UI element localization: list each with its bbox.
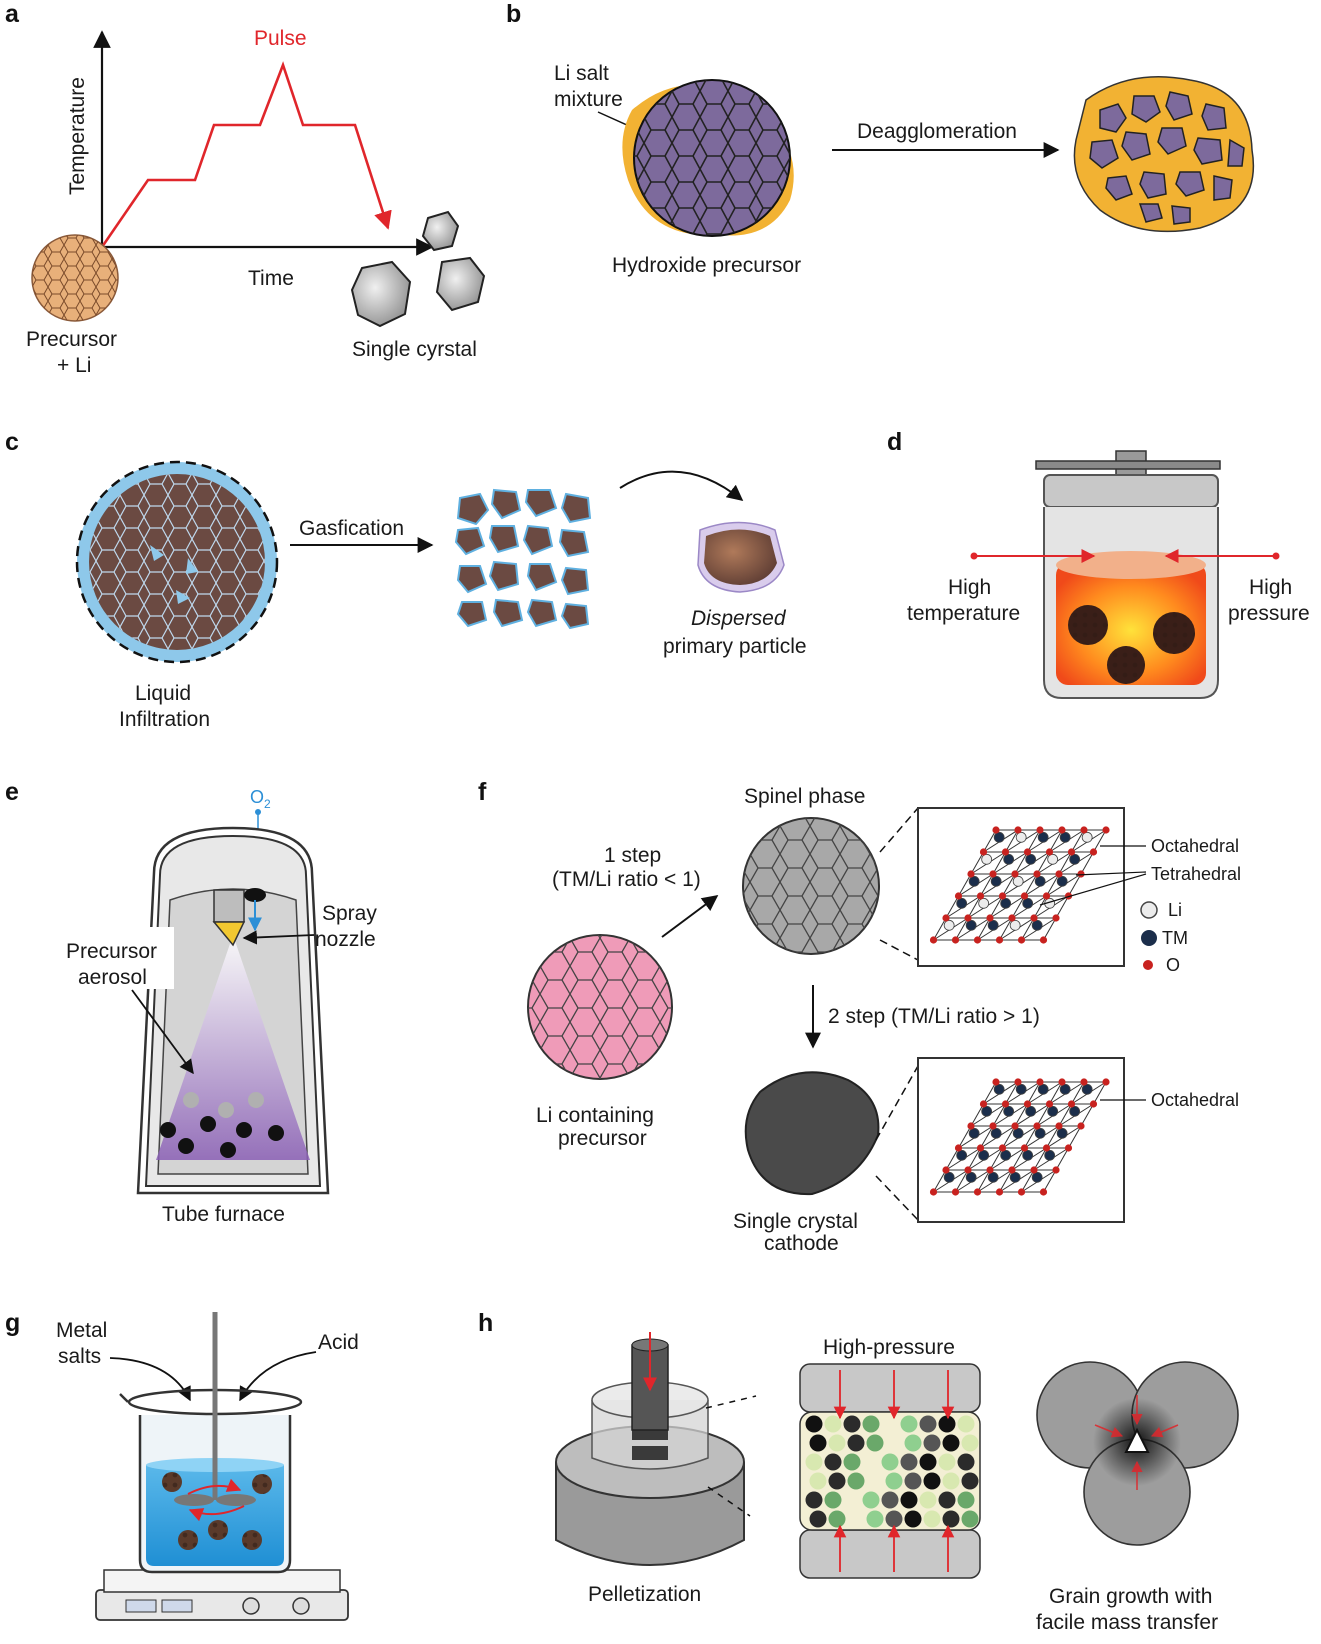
f-spinel-label: Spinel phase	[744, 785, 865, 808]
e-spray-label-1: Spray	[322, 902, 377, 925]
panel-e: e O2 Precursor	[5, 778, 377, 1226]
d-precursor-balls	[1068, 605, 1195, 684]
legend-li: Li	[1168, 900, 1182, 920]
e-spray-pointer	[242, 930, 315, 945]
f-step1-label-2: (TM/Li ratio < 1)	[552, 868, 701, 891]
h-powder-particles	[805, 1415, 979, 1528]
b-salt-label-2: mixture	[554, 88, 623, 111]
a-pulse-label: Pulse	[254, 27, 307, 50]
a-xlabel: Time	[248, 267, 294, 290]
c-curved-arrow	[619, 470, 744, 502]
g-metal-label-1: Metal	[56, 1319, 107, 1342]
h-grain-label-2: facile mass transfer	[1036, 1611, 1218, 1634]
e-spray-nozzle	[212, 921, 246, 947]
f-octahedral-label-2: Octahedral	[1151, 1090, 1239, 1110]
f-octahedral-label-1: Octahedral	[1151, 836, 1239, 856]
e-spray-label-2: nozzle	[315, 928, 376, 951]
panel-g-letter: g	[5, 1309, 20, 1337]
h-pellet-label: Pelletization	[588, 1583, 701, 1606]
b-hydroxide-label: Hydroxide precursor	[612, 254, 801, 277]
e-particles	[160, 1092, 284, 1158]
a-precursor-label-2: + Li	[57, 354, 91, 377]
b-salt-label-1: Li salt	[554, 62, 609, 85]
b-deagglomeration-label: Deagglomeration	[857, 120, 1017, 143]
f-spinel-lattice	[929, 826, 1110, 944]
f-li-precursor-label-2: precursor	[558, 1127, 647, 1150]
f-single-label-2: cathode	[764, 1232, 839, 1255]
f-tetrahedral-label: Tetrahedral	[1151, 864, 1241, 884]
panel-g: g Metal salts Acid	[5, 1309, 359, 1621]
legend-tm-marker	[1141, 930, 1157, 946]
legend-o: O	[1166, 955, 1180, 975]
h-grain-growth	[1036, 1361, 1239, 1546]
g-particles	[162, 1472, 272, 1550]
legend-o-marker	[1143, 960, 1153, 970]
e-tube-furnace	[136, 826, 330, 1195]
e-o2-label: O2	[250, 787, 271, 811]
g-acid-pointer	[239, 1351, 317, 1402]
g-beaker-setup	[95, 1312, 349, 1621]
f-step2-label: 2 step (TM/Li ratio > 1)	[828, 1005, 1040, 1028]
c-dispersed-cluster	[454, 488, 592, 630]
g-metal-label-2: salts	[58, 1345, 101, 1368]
a-single-crystal-label: Single cyrstal	[352, 338, 477, 361]
f-layered-lattice	[929, 1078, 1110, 1196]
e-aerosol-pointer	[131, 989, 194, 1075]
f-single-crystal	[744, 1071, 880, 1196]
e-furnace-label: Tube furnace	[162, 1203, 285, 1226]
a-temperature-profile	[100, 61, 392, 248]
c-dispersed-label-1: Dispersed	[691, 607, 787, 630]
c-gasfication-label: Gasfication	[299, 517, 404, 540]
panel-h: h Pelletization High-pressure	[478, 1309, 1239, 1634]
c-liquid-label-1: Liquid	[135, 682, 191, 705]
c-dispersed-label-2: primary particle	[663, 635, 807, 658]
h-grain-label-1: Grain growth with	[1049, 1585, 1212, 1608]
f-step1-arrow	[661, 895, 719, 938]
legend-tm: TM	[1162, 928, 1188, 948]
b-hydroxide-precursor	[622, 79, 794, 237]
a-precursor-label-1: Precursor	[26, 328, 117, 351]
h-compression-stack	[799, 1363, 981, 1579]
panel-c: c Liquid Infiltration Gasfication	[5, 428, 807, 731]
a-ylabel: Temperature	[66, 77, 89, 195]
e-aerosol-label-2: aerosol	[78, 966, 147, 989]
panel-a-letter: a	[5, 0, 20, 28]
panel-f-letter: f	[478, 778, 487, 806]
a-precursor-ball	[31, 234, 119, 322]
panel-f: f Li containing precursor 1 step (TM/Li …	[478, 778, 1241, 1255]
legend-li-marker	[1140, 901, 1158, 919]
f-spinel-particle	[742, 817, 880, 955]
panel-e-letter: e	[5, 778, 19, 806]
c-liquid-label-2: Infiltration	[119, 708, 210, 731]
c-liquid-infiltration-particle	[75, 460, 279, 664]
panel-b: b Li salt mixture Hydroxide precursor De…	[506, 0, 1255, 277]
c-primary-particle	[697, 521, 785, 593]
panel-d: d High temperature High pressure	[887, 428, 1310, 699]
f-legend: Li TM O	[1140, 900, 1188, 975]
g-metal-pointer	[109, 1357, 191, 1402]
g-acid-label: Acid	[318, 1331, 359, 1354]
d-pres-label-1: High	[1249, 576, 1292, 599]
f-li-precursor	[527, 934, 673, 1080]
f-single-label-1: Single crystal	[733, 1210, 858, 1233]
a-single-crystals	[350, 210, 486, 328]
e-aerosol-label-1: Precursor	[66, 940, 157, 963]
d-temp-label-2: temperature	[907, 602, 1020, 625]
d-autoclave	[1035, 450, 1221, 699]
h-highp-label: High-pressure	[823, 1336, 955, 1359]
d-pres-label-2: pressure	[1228, 602, 1310, 625]
panel-h-letter: h	[478, 1309, 493, 1337]
d-temp-label-1: High	[948, 576, 991, 599]
panel-d-letter: d	[887, 428, 902, 456]
panel-a: a Temperature Time Pulse Precursor + Li …	[5, 0, 486, 377]
panel-c-letter: c	[5, 428, 19, 456]
b-deagglomerated-particles	[1073, 75, 1255, 233]
panel-b-letter: b	[506, 0, 521, 28]
f-li-precursor-label-1: Li containing	[536, 1104, 654, 1127]
f-step1-label-1: 1 step	[604, 844, 661, 867]
h-pellet-press	[555, 1332, 745, 1566]
